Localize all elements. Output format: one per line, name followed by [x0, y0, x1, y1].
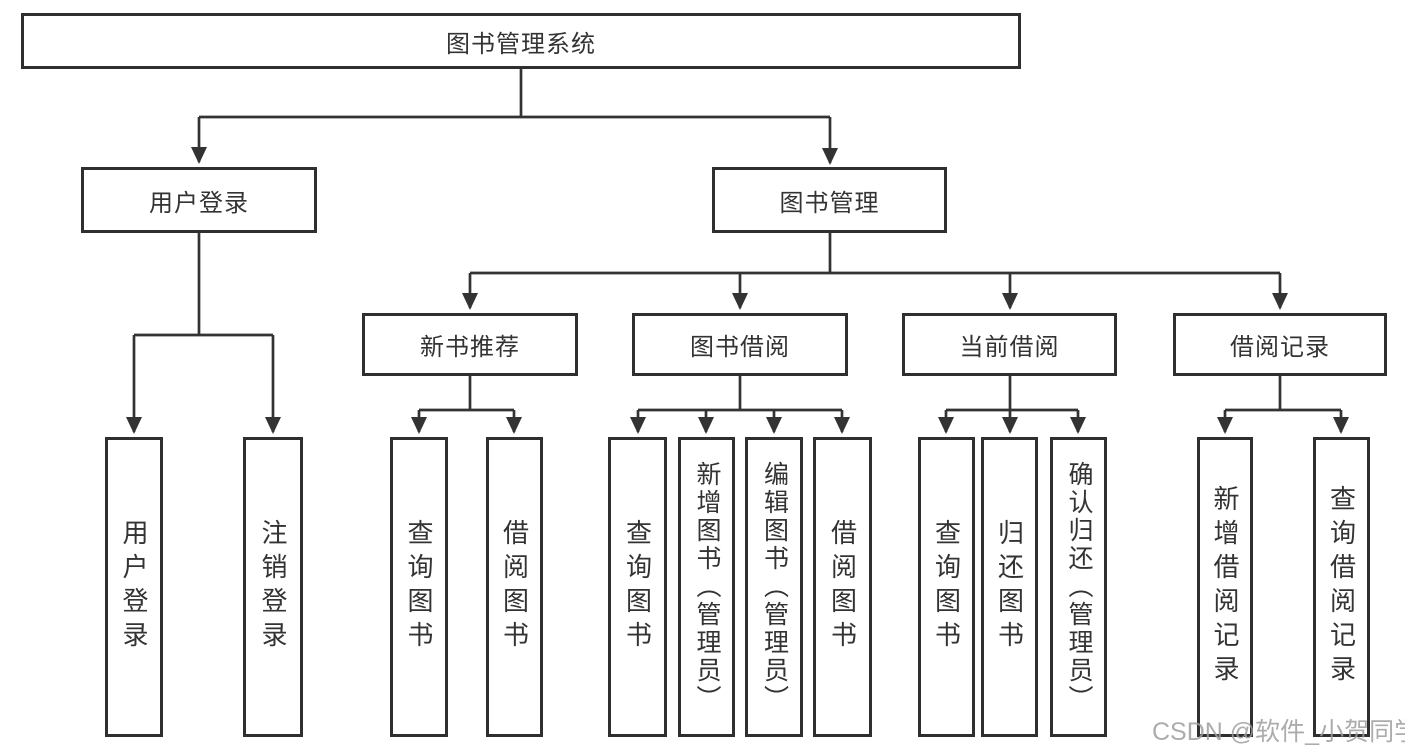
leaf-borrow-books-recommend: 借阅图书: [486, 437, 543, 737]
node-label: 查询借阅记录: [1326, 485, 1357, 689]
node-label: 查询图书: [622, 519, 653, 655]
node-label: 当前借阅: [959, 334, 1060, 361]
node-label: 借阅图书: [499, 519, 530, 655]
node-label: 借阅图书: [827, 519, 858, 655]
leaf-edit-books-admin: 编辑图书（管理员）: [745, 437, 803, 737]
node-label: 图书管理: [779, 189, 880, 217]
node-label: 查询图书: [931, 519, 962, 655]
leaf-confirm-return-admin: 确认归还（管理员）: [1050, 437, 1107, 737]
node-label: 新增图书（管理员）: [693, 461, 721, 713]
node-label: 新增借阅记录: [1210, 485, 1240, 689]
node-label: 用户登录: [119, 519, 149, 655]
node-label: 图书管理系统: [446, 30, 596, 58]
leaf-borrow-books: 借阅图书: [813, 437, 872, 737]
leaf-logout: 注销登录: [243, 437, 303, 737]
node-library-management-system: 图书管理系统: [21, 13, 1021, 69]
node-new-book-recommendation: 新书推荐: [362, 313, 578, 376]
leaf-query-borrow-record: 查询借阅记录: [1313, 437, 1370, 737]
leaf-add-borrow-record: 新增借阅记录: [1197, 437, 1253, 737]
leaf-add-books-admin: 新增图书（管理员）: [678, 437, 735, 737]
node-book-management: 图书管理: [712, 167, 947, 233]
leaf-return-books: 归还图书: [981, 437, 1038, 737]
node-label: 查询图书: [404, 519, 434, 655]
node-book-borrowing: 图书借阅: [632, 313, 848, 376]
leaf-query-books-current: 查询图书: [918, 437, 975, 737]
node-label: 借阅记录: [1230, 334, 1330, 361]
node-borrowing-records: 借阅记录: [1173, 313, 1387, 376]
node-label: 注销登录: [258, 519, 288, 655]
leaf-user-login: 用户登录: [105, 437, 163, 737]
node-label: 新书推荐: [420, 334, 520, 361]
node-label: 编辑图书（管理员）: [760, 461, 789, 713]
leaf-query-books-recommend: 查询图书: [390, 437, 448, 737]
node-user-login: 用户登录: [81, 167, 317, 233]
leaf-query-books-borrow: 查询图书: [608, 437, 667, 737]
node-label: 归还图书: [994, 519, 1025, 655]
node-label: 用户登录: [149, 189, 249, 217]
node-current-borrowing: 当前借阅: [902, 313, 1117, 376]
node-label: 确认归还（管理员）: [1065, 461, 1093, 713]
node-label: 图书借阅: [690, 334, 790, 361]
